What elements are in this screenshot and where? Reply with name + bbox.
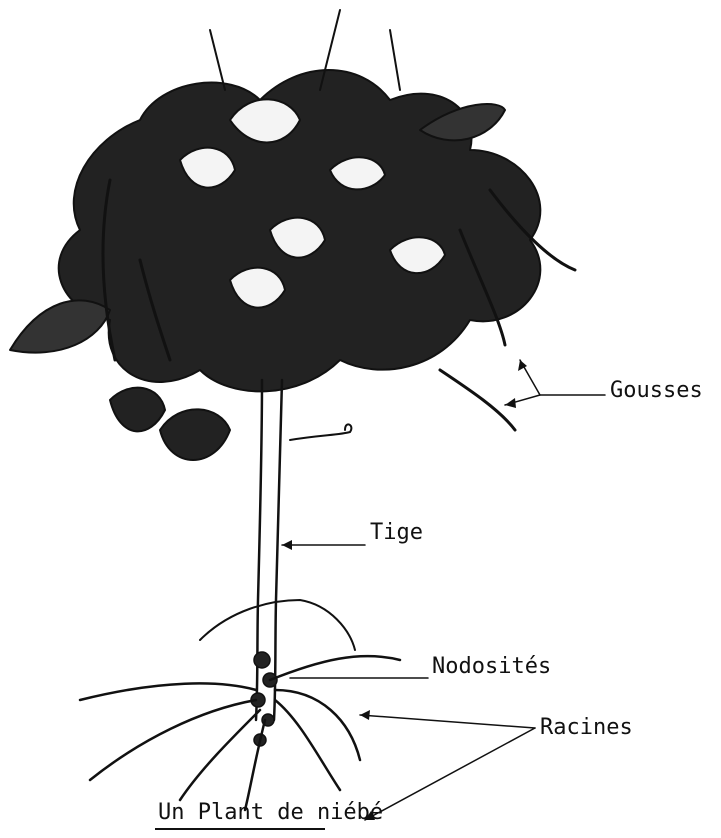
label-roots: Racines [540,715,633,740]
soil-mound [200,600,355,650]
tendril [290,424,351,440]
arrowheads [282,360,527,820]
roots [80,656,400,810]
label-nodules: Nodosités [432,654,551,679]
caption-underline [155,828,325,830]
stem [256,380,282,720]
leader-lines [282,360,605,820]
label-stem: Tige [370,520,423,545]
figure-caption: Un Plant de niébé [158,800,383,825]
label-pods: Gousses [610,378,703,403]
